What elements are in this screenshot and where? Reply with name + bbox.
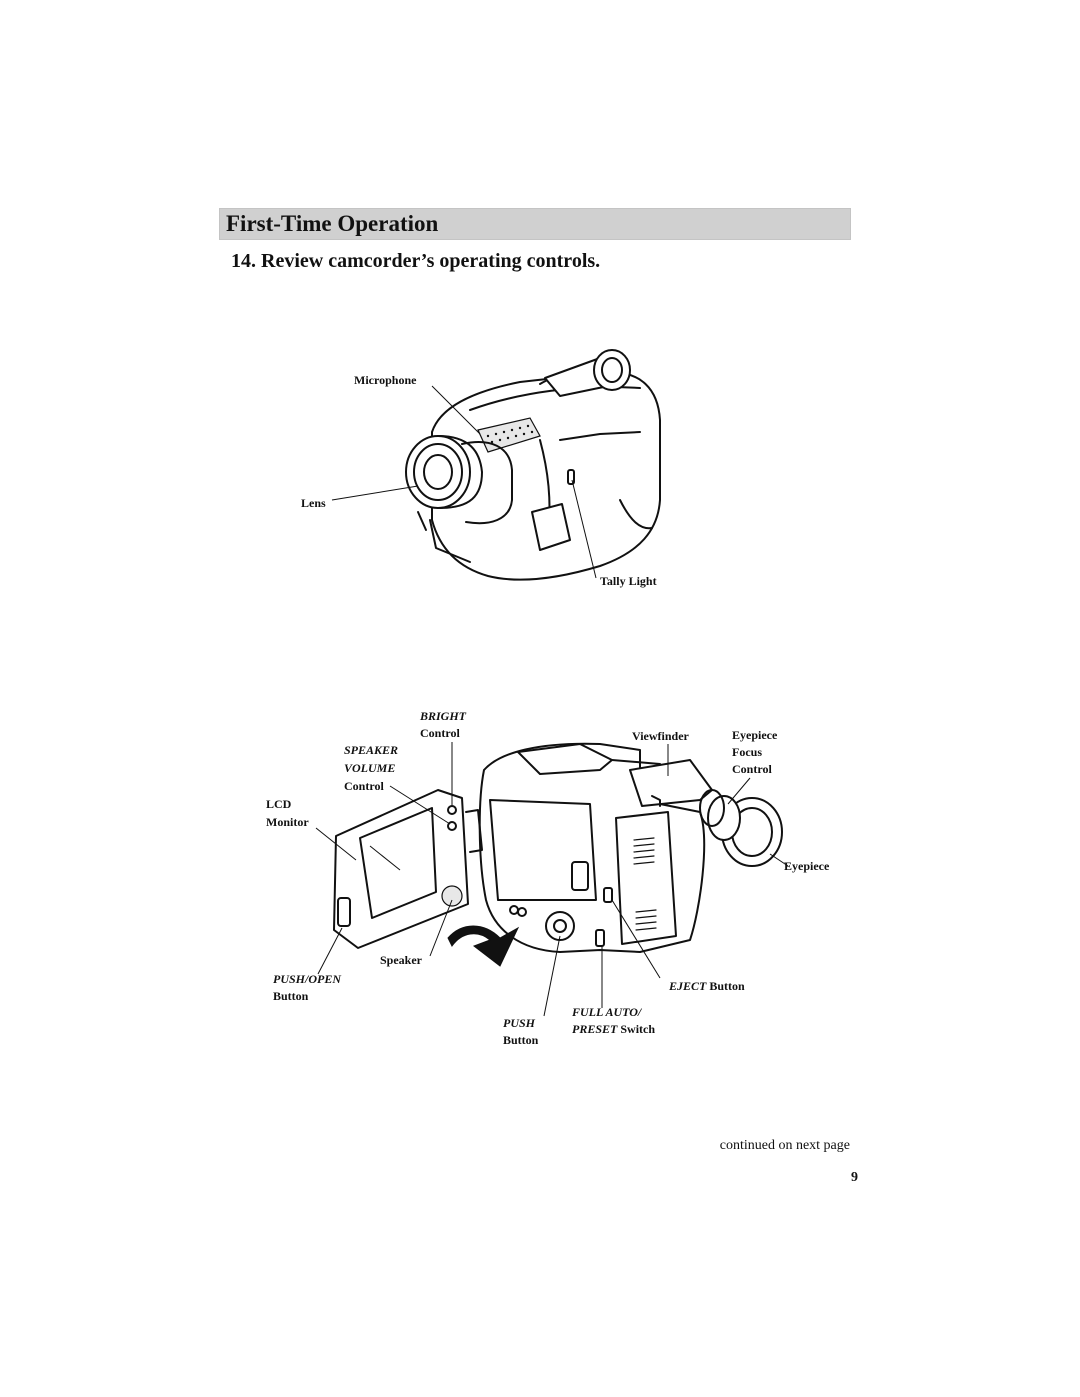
label-bright: BRIGHT <box>420 709 467 723</box>
label-eject-word: Button <box>709 979 745 993</box>
label-eject-italic: EJECT <box>669 979 707 993</box>
label-preset-italic: PRESET <box>572 1022 618 1036</box>
label-speaker: Speaker <box>380 953 422 967</box>
camcorder-side-illustration <box>333 742 783 967</box>
camcorder-front-illustration <box>405 349 661 581</box>
label-volume-italic: VOLUME <box>344 761 396 775</box>
page-number: 9 <box>851 1170 858 1185</box>
section-title: First-Time Operation <box>226 211 439 236</box>
label-monitor: Monitor <box>266 815 309 829</box>
label-push-open-button: Button <box>273 989 309 1003</box>
section-header-bar: First-Time Operation <box>219 208 851 240</box>
label-eyepiece-focus-3: Control <box>732 762 772 776</box>
label-eject-button: EJECT Button <box>669 978 745 995</box>
label-switch: Switch <box>620 1022 656 1036</box>
label-microphone: Microphone <box>354 373 417 387</box>
label-push-button: Button <box>503 1033 539 1047</box>
label-full-auto: FULL AUTO/ <box>572 1005 642 1019</box>
label-push-open: PUSH/OPEN <box>273 972 342 986</box>
label-push: PUSH <box>503 1016 536 1030</box>
label-speaker-italic: SPEAKER <box>344 743 399 757</box>
label-viewfinder: Viewfinder <box>632 729 689 743</box>
step-heading: 14. Review camcorder’s operating control… <box>231 250 601 272</box>
label-eyepiece: Eyepiece <box>784 859 830 873</box>
label-lcd: LCD <box>266 797 292 811</box>
label-volume-control: Control <box>344 779 384 793</box>
label-eyepiece-focus-1: Eyepiece <box>732 728 778 742</box>
label-preset-switch: PRESET Switch <box>572 1021 655 1038</box>
label-tally-light: Tally Light <box>600 574 657 588</box>
label-bright-control: Control <box>420 726 460 740</box>
label-lens: Lens <box>301 496 326 510</box>
continued-note: continued on next page <box>719 1138 850 1153</box>
label-eyepiece-focus-2: Focus <box>732 745 762 759</box>
